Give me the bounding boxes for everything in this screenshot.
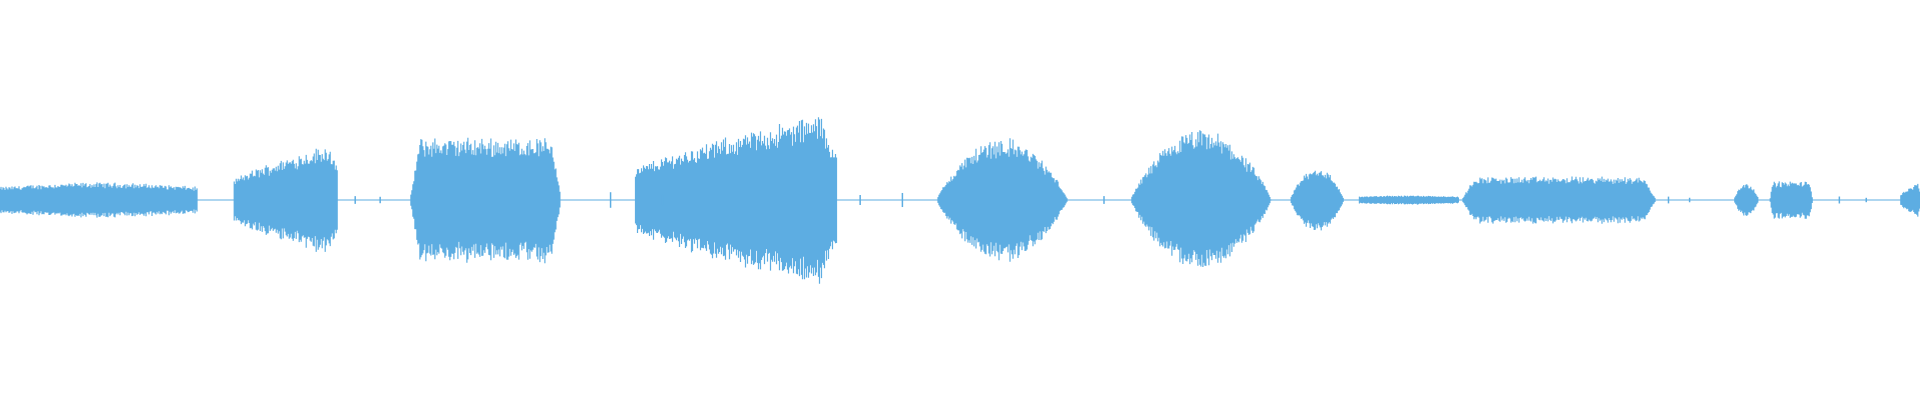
waveform-path — [1734, 184, 1759, 216]
waveform-path — [233, 148, 338, 252]
waveform-segment — [0, 182, 198, 218]
waveform-segment — [1290, 170, 1344, 231]
waveform-segment — [233, 148, 338, 252]
waveform-path — [937, 138, 1068, 262]
waveform-segment — [634, 117, 838, 284]
waveform-segment — [1900, 183, 1920, 217]
waveform-path — [1900, 183, 1920, 217]
waveform-path — [1769, 181, 1813, 219]
waveform-path — [1462, 176, 1656, 224]
waveform-path — [1131, 130, 1272, 267]
waveform-path — [1358, 195, 1459, 205]
waveform-path — [1290, 170, 1344, 231]
waveform-segment — [1358, 195, 1459, 205]
waveform-segment — [1462, 176, 1656, 224]
waveform-path — [634, 117, 838, 284]
waveform-path — [410, 137, 561, 264]
waveform-path — [0, 182, 198, 218]
waveform-segment — [937, 138, 1068, 262]
waveform-segment — [1131, 130, 1272, 267]
waveform-segment — [1769, 181, 1813, 219]
waveform-segment — [410, 137, 561, 264]
waveform-segment — [1734, 184, 1759, 216]
